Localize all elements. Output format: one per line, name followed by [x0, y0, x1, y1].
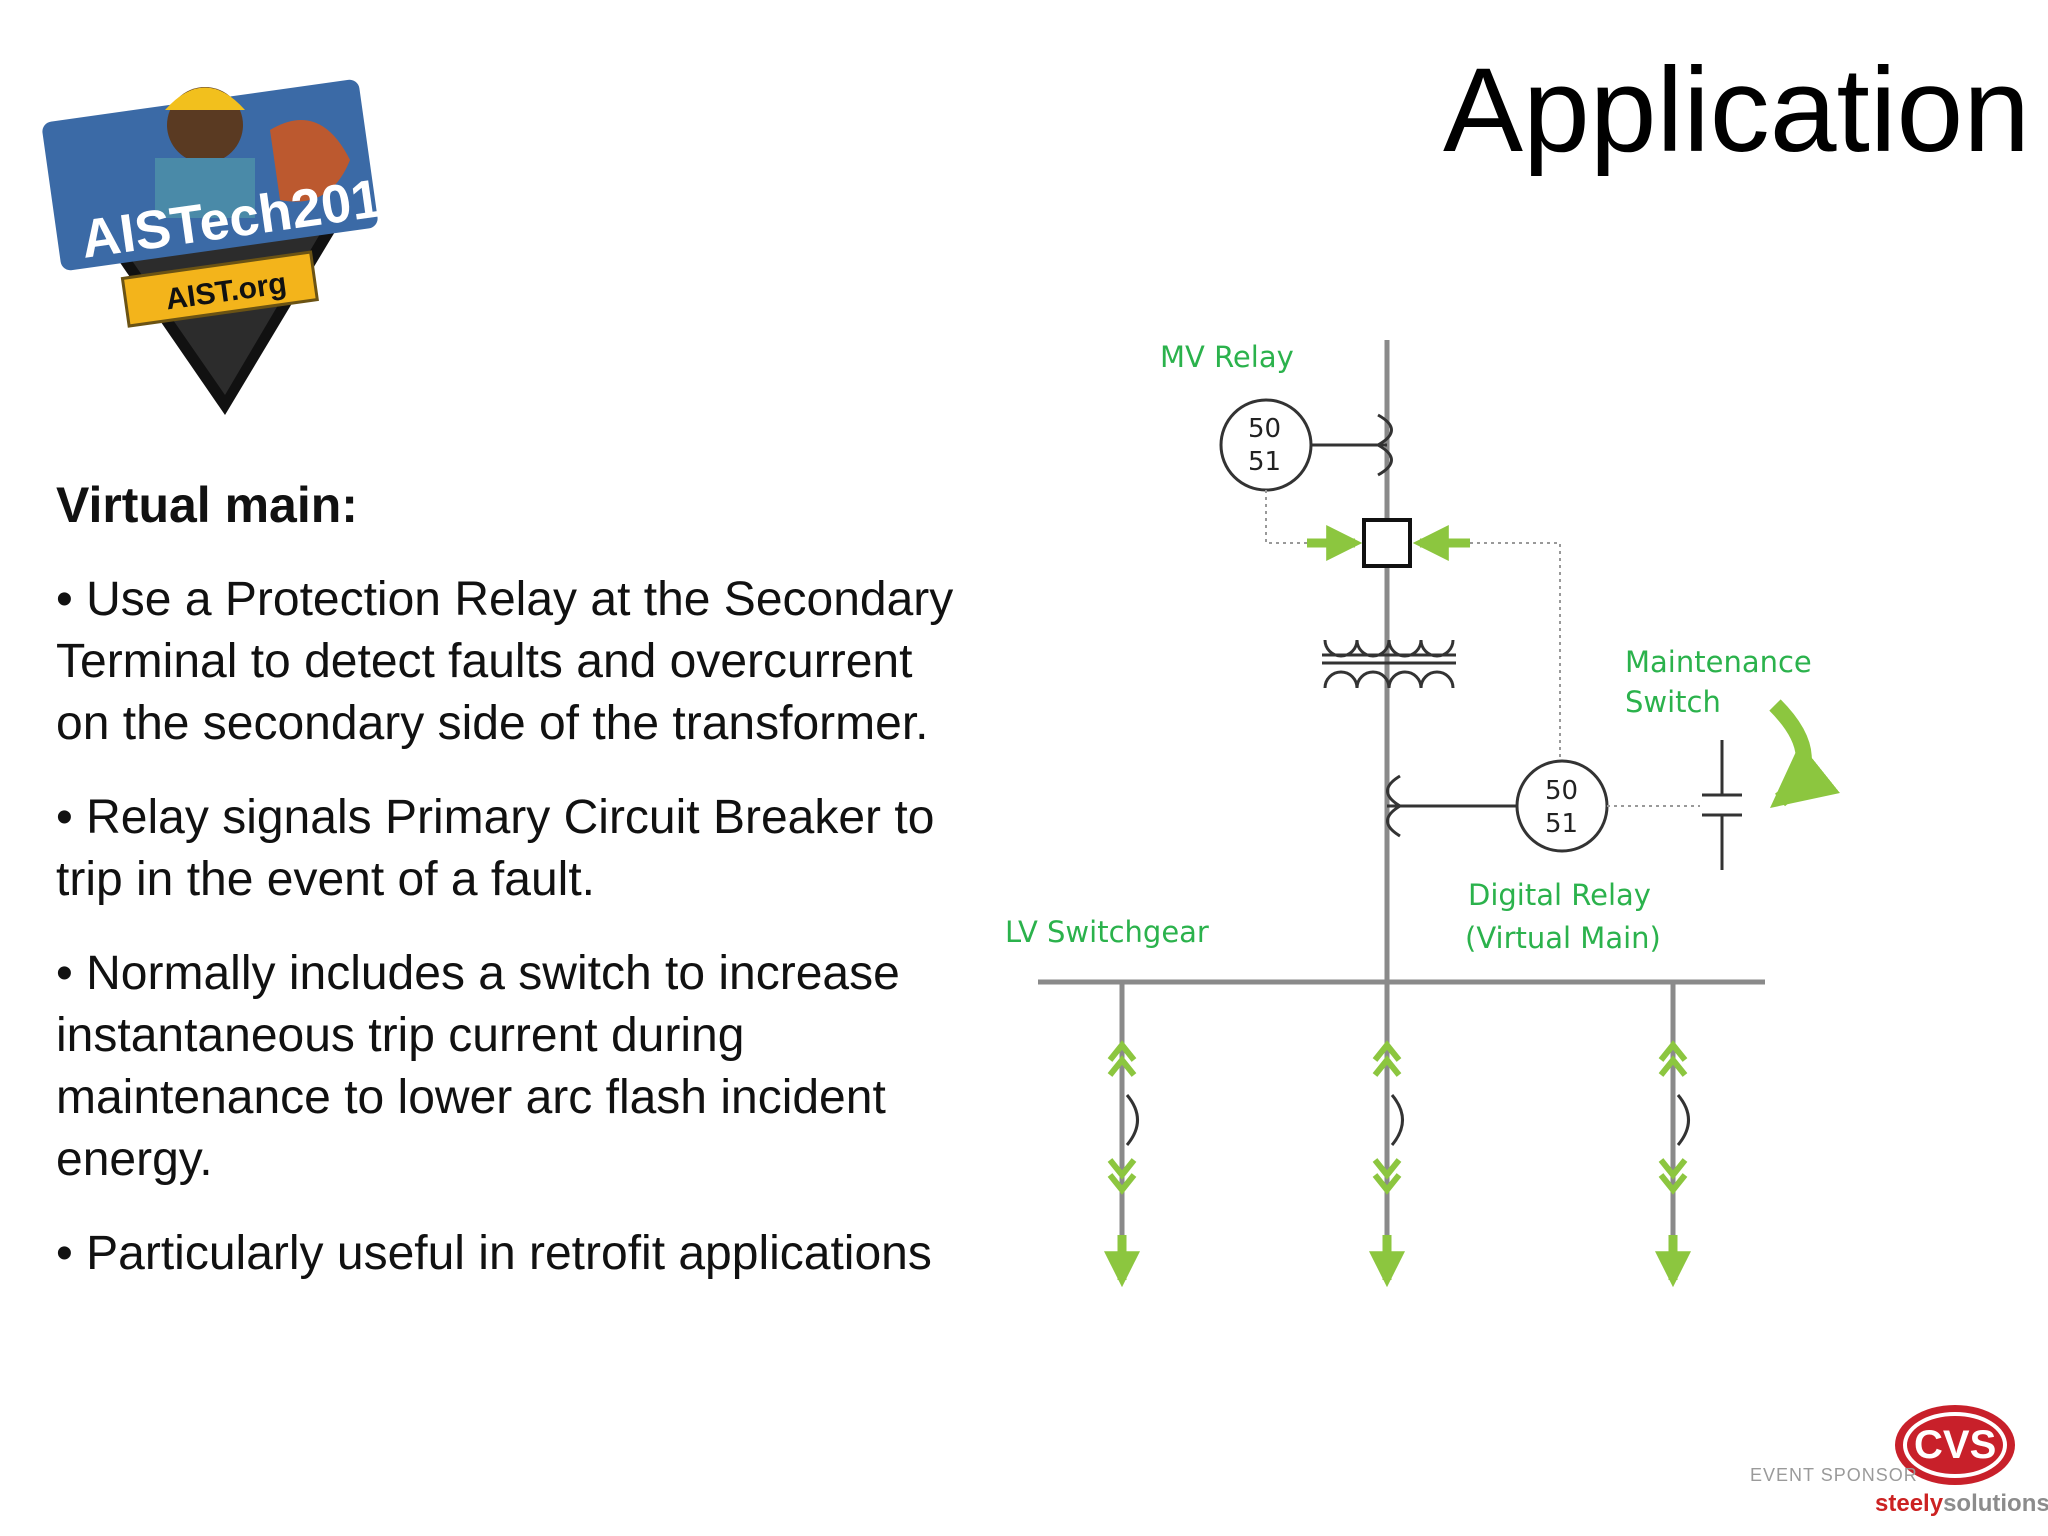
primary-breaker [1362, 518, 1412, 568]
bullet-relay-signals: • Relay signals Primary Circuit Breaker … [56, 791, 935, 906]
primary-ct-icon [1374, 413, 1393, 477]
bullet-relay-secondary: • Use a Protection Relay at the Secondar… [56, 573, 954, 750]
label-lv-switchgear: LV Switchgear [1005, 915, 1209, 949]
sponsor-brand-bold: steely [1875, 1490, 1944, 1517]
transformer-icon [1322, 639, 1456, 689]
label-digital-relay-2: (Virtual Main) [1465, 921, 1661, 955]
label-mv-relay: MV Relay [1160, 340, 1294, 374]
logo-banner [120, 250, 319, 328]
digital-relay-50: 50 [1545, 776, 1578, 806]
sponsor-cvs-text: CVS [1914, 1423, 1996, 1467]
content-heading: Virtual main: [56, 477, 358, 533]
label-digital-relay-1: Digital Relay [1468, 878, 1651, 912]
content-block: Virtual main: • Use a Protection Relay a… [56, 475, 956, 1317]
slide-title: Application [1442, 43, 2030, 177]
sponsor-brand-rest: solutions [1943, 1490, 2048, 1517]
sponsor-label: EVENT SPONSOR [1750, 1465, 1918, 1485]
maintenance-switch-icon [1702, 740, 1742, 870]
bullet-retrofit: • Particularly useful in retrofit applic… [56, 1227, 932, 1280]
maintenance-arrow-icon [1769, 699, 1840, 809]
mv-relay-50: 50 [1248, 414, 1281, 444]
feeder-left [1104, 982, 1140, 1288]
sponsor-brand: steelysolutions [1875, 1490, 2048, 1518]
aistech-logo: AISTech2013 AIST.org [42, 79, 390, 415]
mv-relay-51: 51 [1248, 447, 1281, 477]
bullet-maintenance-switch: • Normally includes a switch to increase… [56, 947, 900, 1186]
feeder-center [1369, 1040, 1405, 1288]
digital-relay-51: 51 [1545, 809, 1578, 839]
sponsor-logo: CVS [1895, 1405, 2015, 1485]
label-maintenance-2: Switch [1625, 685, 1721, 719]
label-maintenance-1: Maintenance [1625, 645, 1812, 679]
feeder-right [1655, 982, 1691, 1288]
